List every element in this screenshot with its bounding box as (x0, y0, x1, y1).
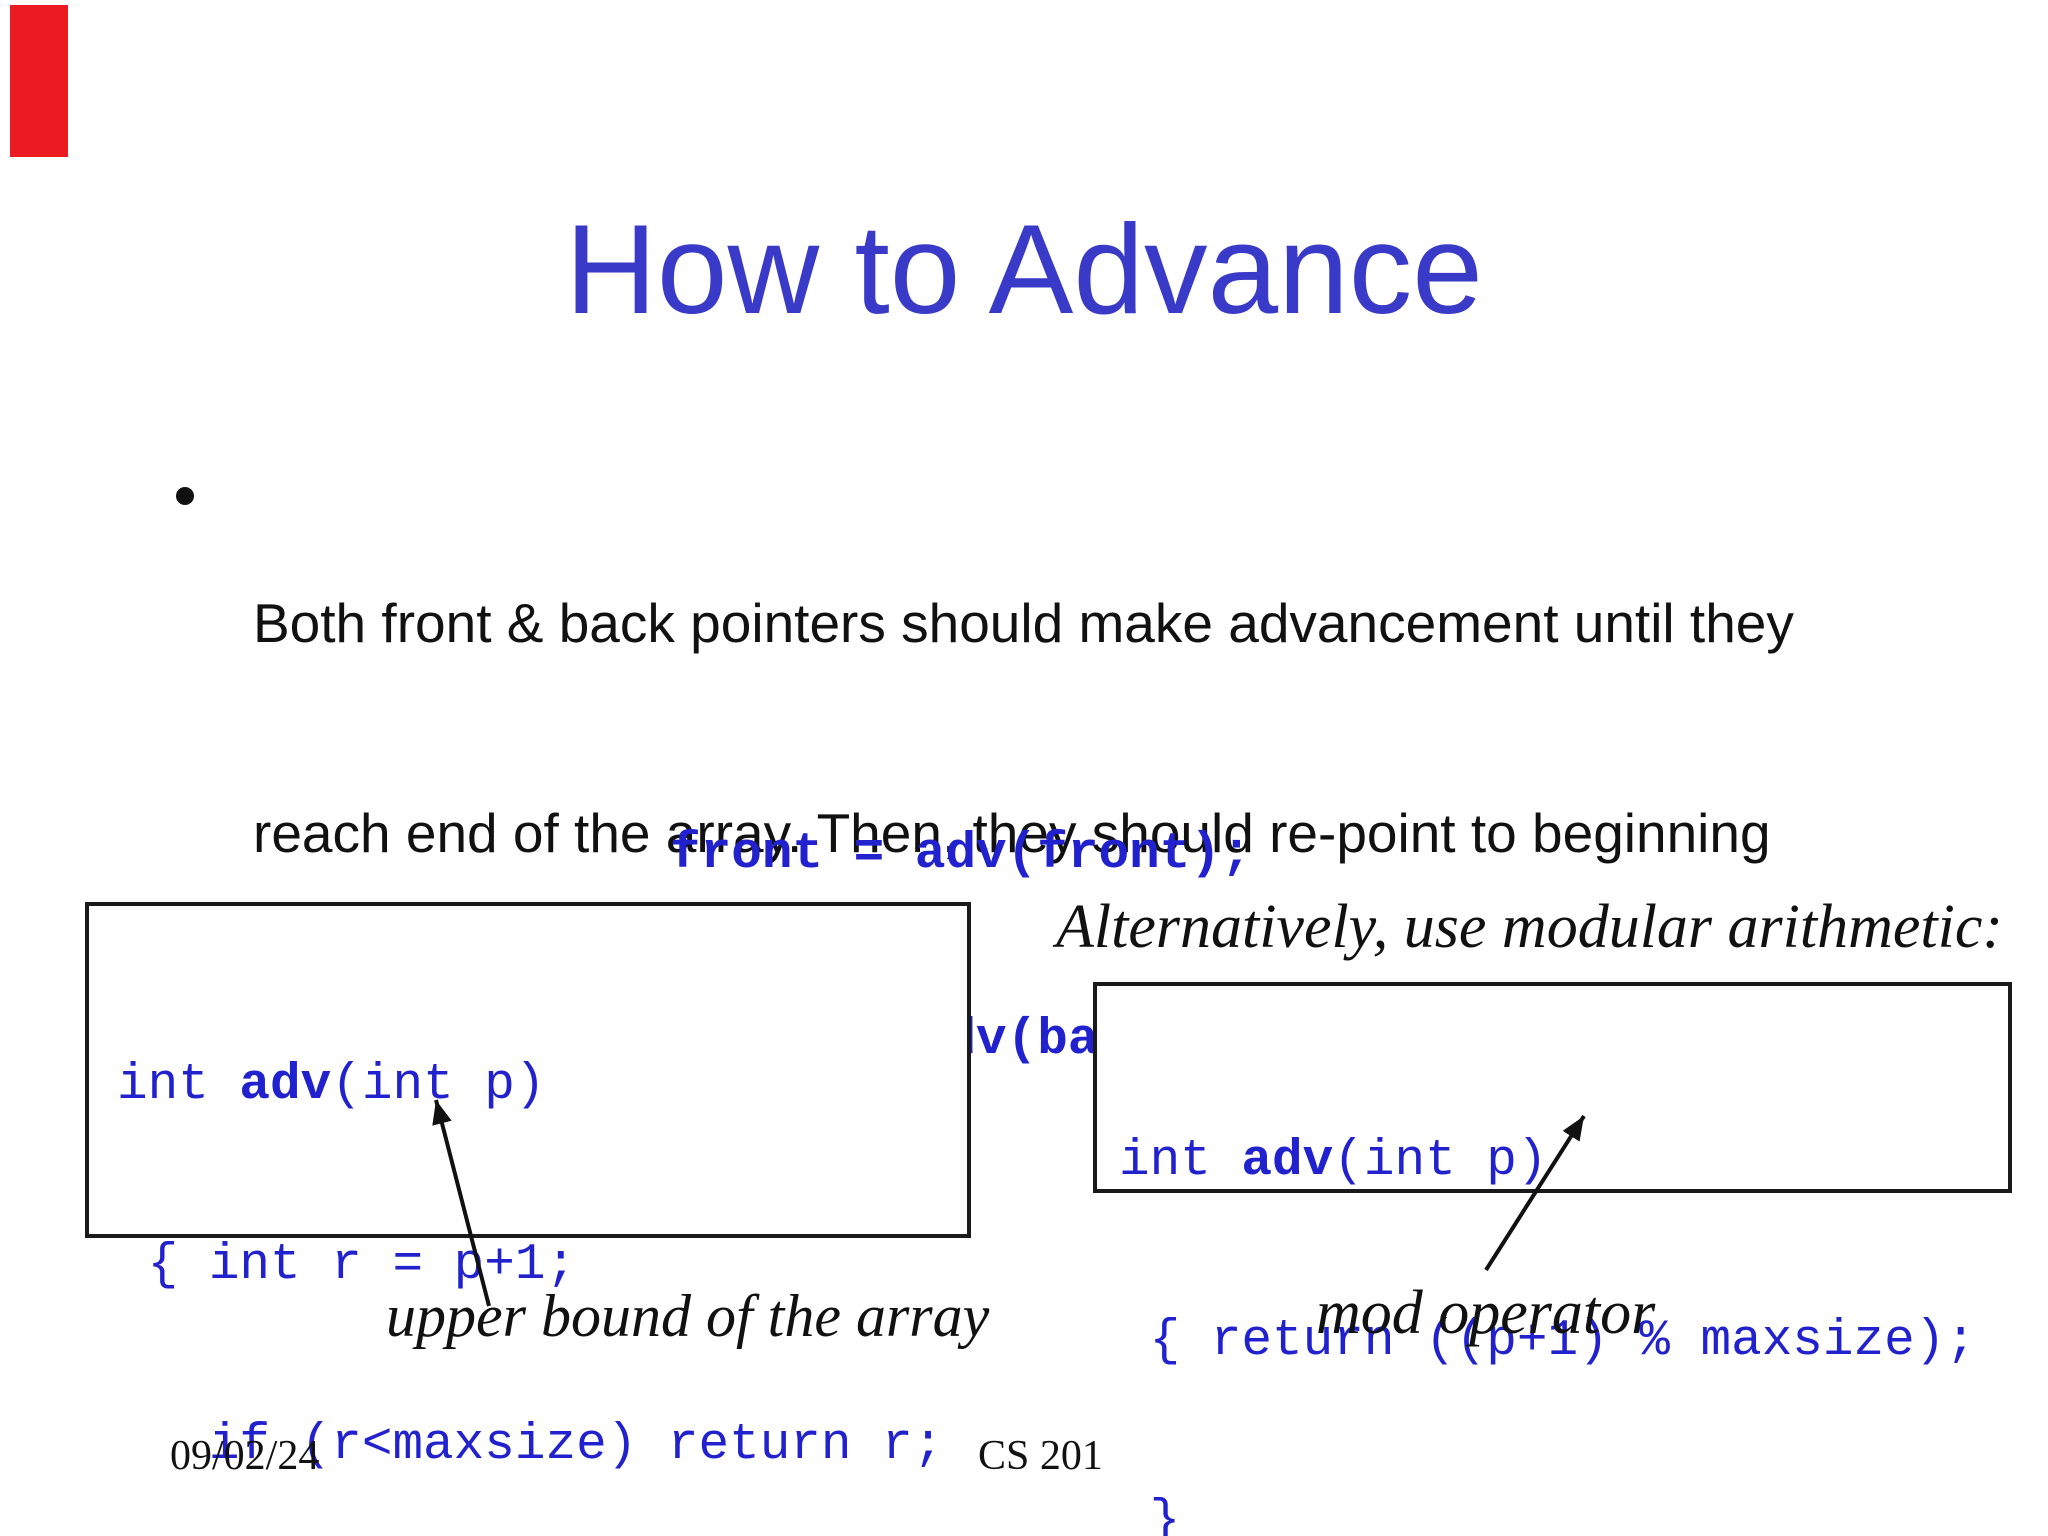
right-code-int-keyword: int (1119, 1133, 1242, 1190)
slide-title: How to Advance (565, 198, 1483, 340)
alternative-heading: Alternatively, use modular arithmetic: (1056, 893, 2004, 961)
left-code-line-3: if (r<maxsize) return r; (117, 1417, 944, 1474)
left-code-line-1: int adv(int p) (117, 1056, 967, 1116)
upper-bound-label: upper bound of the array (386, 1283, 990, 1349)
footer-course: CS 201 (978, 1433, 1103, 1479)
right-code-fn-name: adv (1241, 1133, 1334, 1190)
footer-date: 09/02/24 (170, 1433, 320, 1479)
adv-function-box-bounds-check: int adv(int p) { int r = p+1; if (r<maxs… (85, 902, 971, 1474)
bullet-marker (176, 487, 194, 505)
red-accent-bar (10, 5, 68, 157)
left-code-int-keyword: int (117, 1057, 240, 1114)
right-code-params: (int p) (1333, 1133, 1548, 1190)
front-assignment-line: front = adv(front); (670, 826, 1252, 883)
bullet-line-1: Both front & back pointers should make a… (253, 592, 1794, 654)
adv-function-box-modular: int adv(int p) { return ((p+1) % maxsize… (1093, 982, 2012, 1536)
right-code-line-2: { return ((p+1) % maxsize); (1119, 1313, 1976, 1370)
right-code-line-3: } (1119, 1493, 1181, 1536)
mod-operator-label: mod operator (1316, 1279, 1656, 1347)
left-code-fn-name: adv (239, 1057, 332, 1114)
bullet-paragraph: Both front & back pointers should make a… (253, 448, 1794, 1218)
bullet-line-2: reach end of the array. Then, they shoul… (253, 802, 1771, 864)
right-code-line-1: int adv(int p) (1119, 1132, 2008, 1192)
left-code-params: (int p) (331, 1057, 546, 1114)
